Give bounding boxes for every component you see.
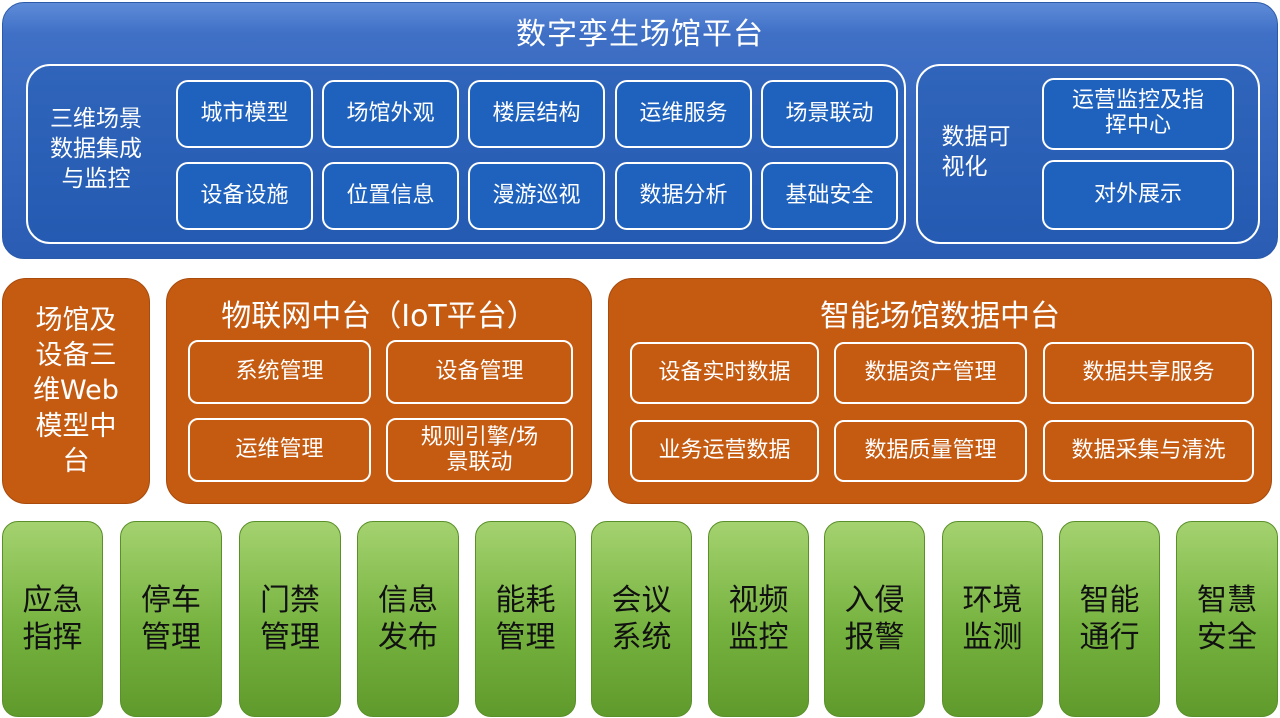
system-line: 智慧 — [1197, 582, 1257, 618]
system-line: 环境 — [962, 582, 1023, 618]
module-city-model: 城市模型 — [176, 80, 313, 148]
system-line: 管理 — [260, 620, 320, 655]
iot-system-management: 系统管理 — [188, 340, 371, 404]
system-access-control: 门禁管理 — [239, 521, 341, 717]
system-intrusion-alarm: 入侵报警 — [824, 521, 925, 717]
system-line: 安全 — [1197, 620, 1257, 655]
data-business-operation: 业务运营数据 — [630, 420, 819, 482]
system-line: 视频 — [728, 582, 789, 618]
system-line: 入侵 — [844, 582, 905, 618]
iot-operation-management: 运维管理 — [188, 418, 371, 482]
system-info-release: 信息发布 — [357, 521, 459, 717]
scene-module-panel — [26, 64, 906, 244]
system-line: 报警 — [844, 620, 905, 655]
visualization-module-label: 数据可 视化 — [926, 118, 1026, 188]
iot-device-management: 设备管理 — [386, 340, 573, 404]
system-energy-management: 能耗管理 — [475, 521, 576, 717]
module-floor-structure: 楼层结构 — [468, 80, 605, 148]
system-line: 停车 — [141, 582, 201, 618]
web-model-platform: 场馆及 设备三 维Web 模型中 台 — [2, 278, 150, 504]
system-line: 监控 — [728, 620, 789, 655]
system-smart-security: 智慧安全 — [1176, 521, 1278, 717]
system-emergency-command: 应急指挥 — [2, 521, 103, 717]
module-equipment-facility: 设备设施 — [176, 162, 313, 230]
scene-label-line: 与监控 — [61, 165, 131, 192]
system-line: 监测 — [962, 620, 1023, 655]
chip-line: 挥中心 — [1104, 113, 1171, 138]
system-line: 系统 — [611, 620, 672, 655]
web-model-line: 场馆及 — [35, 305, 117, 337]
visualization-label-line: 视化 — [941, 154, 988, 180]
module-command-center: 运营监控及指 挥中心 — [1042, 78, 1234, 150]
system-conference: 会议系统 — [591, 521, 692, 717]
data-realtime-device: 设备实时数据 — [630, 342, 819, 404]
web-model-line: 设备三 — [35, 340, 117, 372]
chip-line: 规则引擎/场 — [420, 424, 539, 450]
system-line: 指挥 — [22, 620, 83, 655]
chip-line: 运营监控及指 — [1071, 88, 1204, 114]
system-line: 智能 — [1079, 582, 1140, 618]
system-line: 能耗 — [495, 582, 556, 618]
data-quality-management: 数据质量管理 — [834, 420, 1027, 482]
module-roaming-patrol: 漫游巡视 — [468, 162, 605, 230]
iot-platform-title: 物联网中台（IoT平台） — [221, 299, 537, 334]
system-line: 管理 — [495, 620, 556, 655]
scene-label-line: 三维场景 — [50, 106, 142, 133]
system-line: 信息 — [378, 582, 438, 618]
chip-line: 对外展示 — [1093, 181, 1182, 207]
module-venue-exterior: 场馆外观 — [322, 80, 459, 148]
module-public-display: 对外展示 — [1042, 160, 1234, 230]
data-sharing-service: 数据共享服务 — [1043, 342, 1254, 404]
system-line: 发布 — [378, 620, 438, 655]
system-video-surveillance: 视频监控 — [708, 521, 809, 717]
module-location-info: 位置信息 — [322, 162, 459, 230]
system-parking-management: 停车管理 — [120, 521, 222, 717]
web-model-line: 台 — [62, 445, 90, 477]
scene-label-line: 数据集成 — [50, 136, 142, 163]
module-basic-security: 基础安全 — [761, 162, 898, 230]
system-environment-monitoring: 环境监测 — [942, 521, 1043, 717]
web-model-line: 模型中 — [35, 410, 117, 442]
system-smart-access: 智能通行 — [1059, 521, 1160, 717]
system-line: 应急 — [22, 582, 83, 618]
scene-module-label: 三维场景 数据集成 与监控 — [36, 94, 156, 206]
data-platform-title: 智能场馆数据中台 — [820, 299, 1060, 334]
module-operation-service: 运维服务 — [615, 80, 752, 148]
system-line: 门禁 — [260, 582, 320, 618]
iot-rule-engine: 规则引擎/场 景联动 — [386, 418, 573, 482]
module-data-analysis: 数据分析 — [615, 162, 752, 230]
data-asset-management: 数据资产管理 — [834, 342, 1027, 404]
system-line: 管理 — [141, 620, 201, 655]
platform-title: 数字孪生场馆平台 — [516, 17, 764, 52]
system-line: 通行 — [1079, 620, 1140, 655]
module-scene-linkage: 场景联动 — [761, 80, 898, 148]
chip-line: 景联动 — [446, 450, 513, 475]
web-model-line: 维Web — [33, 375, 119, 407]
data-collection-cleaning: 数据采集与清洗 — [1043, 420, 1254, 482]
visualization-label-line: 数据可 — [941, 124, 1011, 151]
system-line: 会议 — [611, 582, 672, 618]
